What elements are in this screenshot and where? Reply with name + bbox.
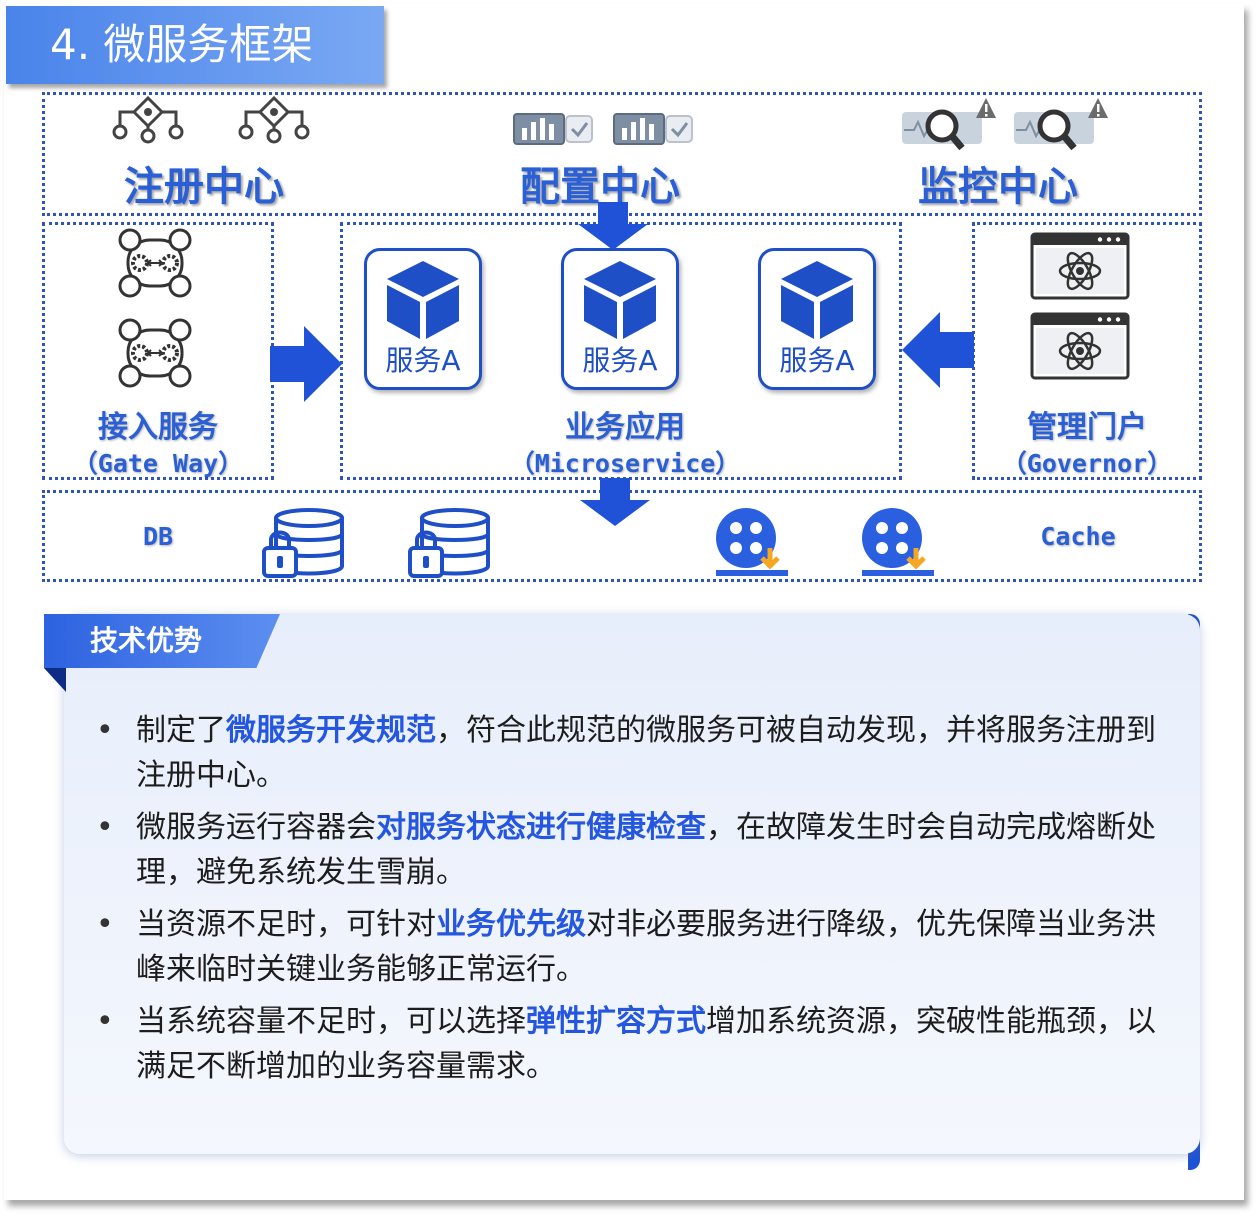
advantage-highlight: 对服务状态进行健康检查: [376, 810, 706, 845]
config-chart-icon: [513, 113, 593, 145]
database-lock-icon: [408, 508, 490, 578]
atom-window-icon: [1030, 232, 1130, 300]
page-title: 4. 微服务框架: [6, 6, 384, 84]
governor-title: 管理门户: [1027, 410, 1147, 445]
advantage-item: 当系统容量不足时，可以选择弹性扩容方式增加系统资源，突破性能瓶颈，以满足不断增加…: [96, 999, 1176, 1089]
atom-window-icon: [1030, 312, 1130, 380]
right-arrow-icon: [270, 326, 342, 402]
advantages-title: 技术优势: [44, 614, 280, 668]
service-cube-icon: [387, 261, 459, 339]
business-subtitle: （Microservice）: [509, 449, 741, 478]
advantage-highlight: 业务优先级: [436, 907, 586, 942]
config-chart-icon: [613, 113, 693, 145]
cache-reel-icon: [862, 508, 934, 576]
down-arrow-icon: [578, 202, 648, 250]
service-card[interactable]: 服务A: [758, 248, 876, 390]
monitor-search-icon: [1014, 98, 1108, 151]
gateway-subtitle: （Gate Way）: [72, 449, 244, 478]
advantage-item: 制定了微服务开发规范，符合此规范的微服务可被自动发现，并将服务注册到注册中心。: [96, 708, 1176, 798]
advantage-item: 微服务运行容器会对服务状态进行健康检查，在故障发生时会自动完成熔断处理，避免系统…: [96, 805, 1176, 895]
service-card[interactable]: 服务A: [561, 248, 679, 390]
gateway-title: 接入服务: [98, 410, 218, 445]
service-name: 服务A: [779, 344, 855, 377]
registry-center-title: 注册中心: [124, 164, 284, 210]
registry-node-icon: [238, 96, 310, 144]
advantage-highlight: 弹性扩容方式: [526, 1004, 706, 1039]
monitor-center-title: 监控中心: [918, 164, 1078, 210]
advantage-highlight: 微服务开发规范: [226, 713, 436, 748]
gateway-gear-icon: [118, 318, 192, 388]
cache-reel-icon: [716, 508, 788, 576]
service-name: 服务A: [385, 344, 461, 377]
left-arrow-icon: [902, 312, 974, 388]
governor-subtitle: （Governor）: [1001, 449, 1173, 478]
monitor-search-icon: [902, 98, 996, 151]
advantages-list: 制定了微服务开发规范，符合此规范的微服务可被自动发现，并将服务注册到注册中心。 …: [96, 708, 1176, 1096]
service-cube-icon: [781, 261, 853, 339]
down-arrow-icon: [580, 478, 650, 526]
advantage-item: 当资源不足时，可针对业务优先级对非必要服务进行降级，优先保障当业务洪峰来临时关键…: [96, 902, 1176, 992]
service-cube-icon: [584, 261, 656, 339]
registry-node-icon: [112, 96, 184, 144]
cache-label: Cache: [1040, 522, 1116, 551]
db-label: DB: [142, 522, 174, 551]
database-lock-icon: [262, 508, 344, 578]
gateway-gear-icon: [118, 228, 192, 298]
business-title: 业务应用: [565, 410, 685, 445]
service-card[interactable]: 服务A: [364, 248, 482, 390]
service-name: 服务A: [582, 344, 658, 377]
